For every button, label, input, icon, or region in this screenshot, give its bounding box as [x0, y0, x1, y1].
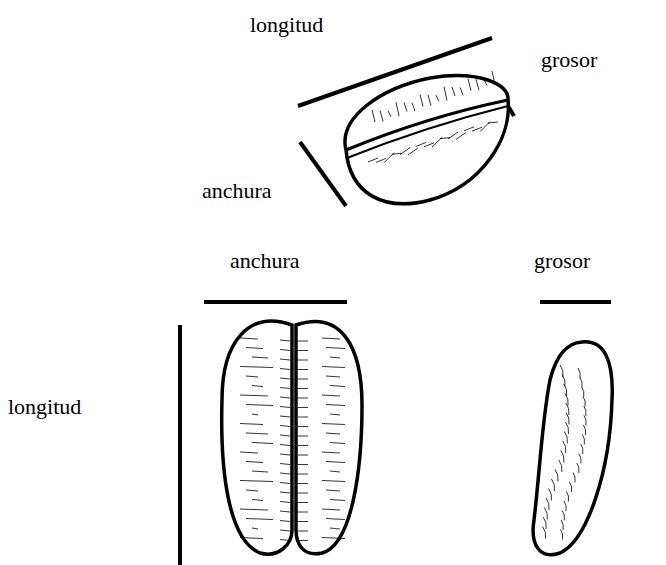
bean-front	[222, 321, 362, 554]
bean-oblique	[345, 71, 508, 204]
dimension-label: longitud	[8, 394, 81, 420]
thickness-bar	[540, 300, 611, 304]
dimension-label: longitud	[250, 12, 323, 38]
width-bar	[300, 142, 346, 206]
dimension-label: grosor	[541, 47, 597, 73]
dimension-label: anchura	[202, 178, 272, 204]
dimension-label: grosor	[534, 248, 590, 274]
dimension-label: anchura	[230, 248, 300, 274]
bean-side	[533, 342, 612, 555]
length-bar	[178, 325, 182, 565]
width-bar	[204, 300, 347, 304]
